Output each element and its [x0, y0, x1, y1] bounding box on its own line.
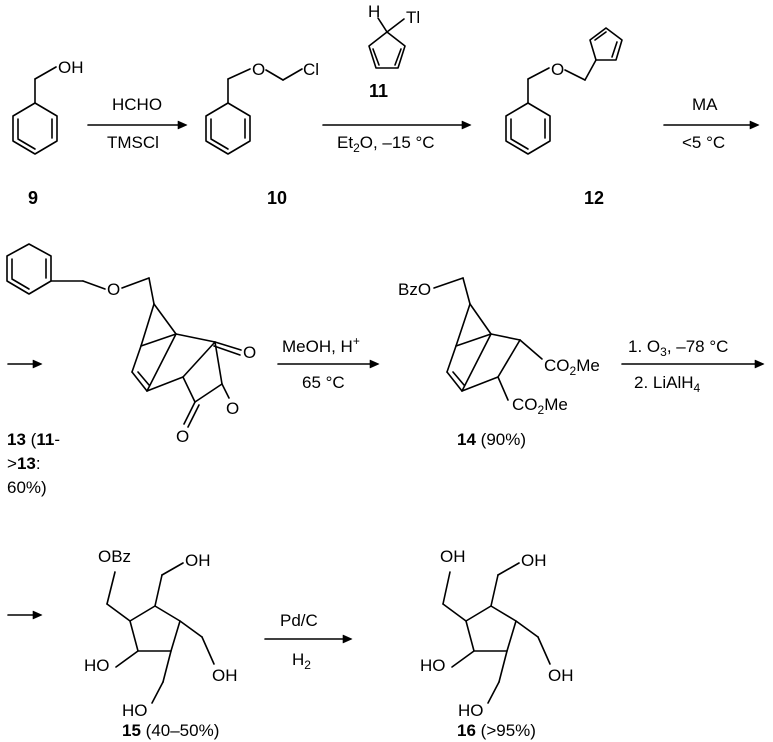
compound-13-label-line-2: >13: — [7, 454, 41, 473]
arrowhead-icon — [369, 359, 380, 369]
ester-label-2: CO2Me — [512, 395, 568, 417]
compound-13-label: 13 (11- — [7, 430, 60, 449]
hydroxyl-label: OH — [58, 58, 84, 77]
compound-16-label: 16 (>95%) — [457, 721, 536, 740]
cyclopentane-ring — [465, 605, 517, 652]
compound-10-label: 10 — [267, 188, 287, 208]
compound-12: O 12 — [505, 27, 623, 208]
step-6: Pd/C H2 — [264, 611, 353, 672]
compound-14: BzO CO2Me CO2Me 14 (90%) — [398, 277, 600, 449]
hydroxyl-label: OH — [185, 551, 211, 570]
benzoyloxy-label: BzO — [398, 280, 431, 299]
cyclopentane-ring — [129, 605, 181, 652]
hydrogen-label: H — [368, 2, 380, 21]
step-1-reagent-2: TMSCl — [107, 133, 159, 152]
step-4: MeOH, H+ 65 °C — [277, 334, 380, 392]
step-3-conditions: <5 °C — [682, 133, 725, 152]
step-3: MA <5 °C — [663, 95, 760, 152]
compound-13: O O O O 13 (11- >13: 60%) — [6, 243, 256, 497]
ether-oxygen-label: O — [551, 60, 564, 79]
carbonyl-oxygen-label-2: O — [176, 427, 189, 446]
arrowhead-icon — [461, 120, 472, 130]
reagent-11-label: 11 — [369, 81, 388, 101]
compound-14-label: 14 (90%) — [457, 430, 526, 449]
thallium-label: Tl — [406, 8, 420, 27]
compound-9-label: 9 — [28, 188, 38, 208]
step-6-catalyst: Pd/C — [280, 611, 318, 630]
hydroxyl-label: OH — [212, 666, 238, 685]
chlorine-label: Cl — [303, 60, 319, 79]
ester-label-1: CO2Me — [544, 356, 600, 378]
carbonyl-oxygen-label: O — [243, 343, 256, 362]
ether-oxygen-label: O — [107, 280, 120, 299]
step-4-reagent: MeOH, H+ — [282, 334, 360, 356]
step-5-reagent-1: 1. O3, –78 °C — [628, 337, 728, 359]
arrowhead-icon — [32, 610, 43, 620]
hydroxyl-label: HO — [122, 701, 148, 720]
benzene-ring — [205, 102, 251, 155]
compound-9: OH 9 — [12, 58, 84, 208]
step-6-reagent: H2 — [292, 650, 311, 672]
step-5: 1. O3, –78 °C 2. LiAlH4 — [621, 337, 765, 395]
benzene-ring — [6, 243, 52, 295]
step-2-conditions: Et2O, –15 °C — [337, 133, 435, 155]
hydroxyl-label: OH — [521, 551, 547, 570]
arrowhead-icon — [342, 634, 353, 644]
hydroxyl-label: HO — [84, 656, 110, 675]
arrowhead-icon — [754, 359, 765, 369]
cyclopentadiene-ring — [589, 27, 623, 61]
step-2: H Tl 11 Et2O, –15 °C — [322, 2, 472, 155]
benzene-ring — [505, 102, 551, 155]
compound-13-yield: 60%) — [7, 478, 47, 497]
compound-16: OH OH OH HO HO 16 (>95%) — [420, 547, 574, 740]
compound-15: OBz OH OH HO HO 15 (40–50%) — [84, 547, 238, 740]
arrowhead-icon — [749, 120, 760, 130]
step-4-conditions: 65 °C — [302, 373, 345, 392]
ring-oxygen-label: O — [226, 399, 239, 418]
compound-15-label: 15 (40–50%) — [122, 721, 219, 740]
compound-12-label: 12 — [584, 188, 604, 208]
step-1: HCHO TMSCl — [87, 95, 188, 152]
step-3-reagent: MA — [692, 95, 718, 114]
hydroxyl-label: OH — [548, 666, 574, 685]
hydroxyl-label: OH — [440, 547, 466, 566]
hydroxyl-label: HO — [458, 701, 484, 720]
benzene-ring — [12, 102, 58, 155]
step-1-reagent: HCHO — [112, 95, 162, 114]
step-5-reagent-2: 2. LiAlH4 — [634, 373, 701, 395]
hydroxyl-label: HO — [420, 656, 446, 675]
benzoyloxy-label: OBz — [98, 547, 131, 566]
cyclopentadiene-ring — [368, 31, 406, 69]
arrowhead-icon — [177, 120, 188, 130]
compound-10: O Cl 10 — [205, 60, 319, 208]
arrowhead-icon — [32, 359, 43, 369]
ether-oxygen-label: O — [252, 60, 265, 79]
